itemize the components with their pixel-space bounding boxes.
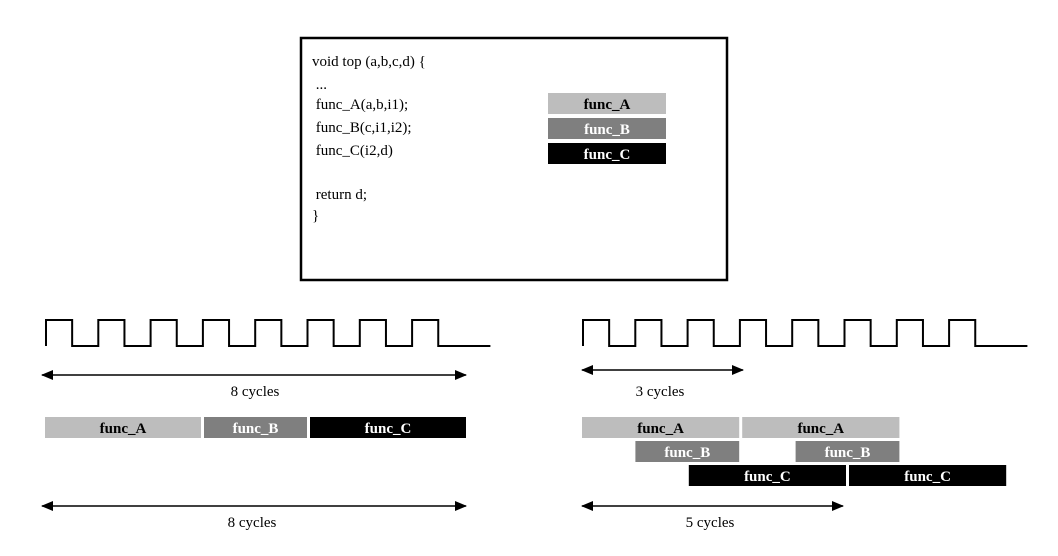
block-label: func_C: [365, 421, 412, 437]
total-latency-label: 8 cycles: [228, 515, 277, 531]
block-func-c: [688, 465, 846, 486]
code-line: func_B(c,i1,i2);: [312, 120, 412, 136]
legend-func-a-label: func_A: [584, 97, 631, 113]
code-line: void top (a,b,c,d) {: [312, 54, 426, 70]
legend-func-b-swatch: [548, 118, 666, 139]
block-label: func_B: [664, 445, 710, 461]
legend-func-c-swatch: [548, 143, 666, 164]
code-box: void top (a,b,c,d) { ... func_A(a,b,i1);…: [299, 36, 729, 282]
code-legend: func_A func_B func_C: [548, 93, 666, 164]
block-label: func_A: [100, 421, 147, 437]
clock-span-label: 8 cycles: [231, 384, 280, 400]
clock-waveform: [582, 319, 1028, 347]
clock-waveform: [45, 319, 491, 347]
execution-blocks: func_A func_B func_C: [45, 417, 466, 438]
code-line: func_C(i2,d): [312, 143, 393, 159]
block-func-a: [742, 417, 900, 438]
block-label: func_C: [744, 469, 791, 485]
block-func-b: [204, 417, 307, 438]
block-label: func_A: [797, 421, 844, 437]
total-latency-label: 5 cycles: [686, 515, 735, 531]
block-func-b: [795, 441, 900, 462]
legend-func-a-swatch: [548, 93, 666, 114]
block-label: func_A: [637, 421, 684, 437]
block-func-c: [310, 417, 466, 438]
block-label: func_C: [904, 469, 951, 485]
code-line: return d;: [312, 187, 367, 203]
code-line: func_A(a,b,i1);: [312, 97, 408, 113]
block-label: func_B: [825, 445, 871, 461]
block-func-a: [582, 417, 740, 438]
block-func-c: [849, 465, 1007, 486]
legend-func-c-label: func_C: [584, 147, 631, 163]
execution-blocks: func_A func_A func_B func_B func_C func_C: [582, 417, 1007, 486]
code-line: ...: [312, 77, 327, 93]
code-line: }: [312, 208, 319, 224]
block-func-b: [635, 441, 740, 462]
sequential-timeline: 8 cycles func_A func_B func_C 8 cycles: [41, 319, 491, 531]
interval-label: 3 cycles: [636, 384, 685, 400]
block-func-a: [45, 417, 201, 438]
legend-func-b-label: func_B: [584, 122, 630, 138]
block-label: func_B: [233, 421, 279, 437]
